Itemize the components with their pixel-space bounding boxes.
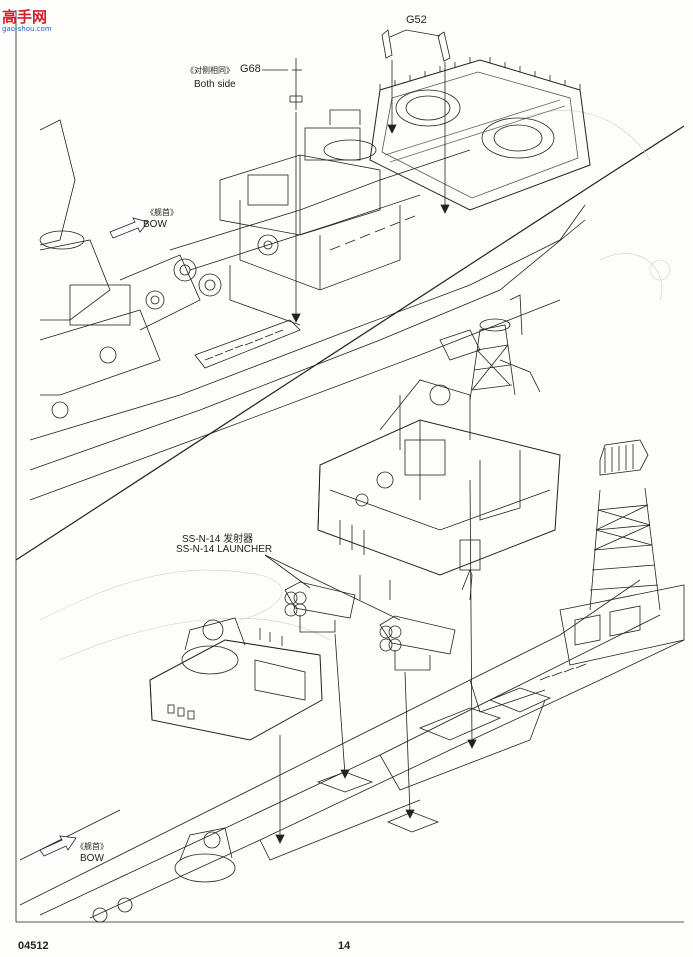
- callout-g68-note-en: Both side: [194, 79, 236, 90]
- ss-n-14-launcher-left: [284, 581, 356, 779]
- top-ship-hull: [29, 149, 586, 501]
- bow-bottom-cn: 《舰首》: [76, 842, 108, 851]
- panel-frame: [15, 10, 685, 923]
- bow-bottom-en: BOW: [80, 853, 104, 864]
- top-forward-structure: [39, 119, 201, 419]
- g68-part: [262, 58, 303, 323]
- watermark-site: gao-shou.com: [2, 25, 52, 33]
- footer-page-number: 14: [338, 940, 351, 952]
- watermark-logo: 高手网 gao-shou.com: [2, 6, 52, 33]
- g52-parts: [381, 29, 451, 214]
- main-radar-mast: [539, 439, 685, 681]
- bow-arrow-top: [109, 217, 149, 239]
- launcher-leaders: [264, 554, 401, 621]
- bottom-ship-hull: [19, 579, 685, 919]
- bow-arrow-bottom: [39, 835, 77, 857]
- callout-g52: G52: [406, 14, 427, 26]
- forward-gun-turret: [149, 617, 323, 844]
- lattice-mast: [439, 294, 541, 401]
- forward-gun-lower: [92, 827, 236, 923]
- bow-top-en: BOW: [143, 219, 167, 230]
- launcher-label-cn: SS-N-14 发射器: [182, 534, 254, 545]
- watermark-brand: 高手网: [2, 8, 48, 26]
- deck-recesses: [316, 687, 552, 833]
- bow-top-cn: 《舰首》: [146, 208, 178, 217]
- top-superstructure: [173, 109, 416, 369]
- callout-g68-note-cn: 《对侧相同》: [186, 66, 234, 75]
- footer-page-code: 04512: [18, 940, 49, 952]
- helideck: [369, 57, 591, 211]
- launcher-label-en: SS-N-14 LAUNCHER: [176, 544, 273, 555]
- background-sketch: [39, 110, 671, 661]
- ss-n-14-launcher-right: [379, 615, 456, 819]
- bridge-superstructure: [317, 379, 561, 749]
- callout-g68: G68: [240, 63, 261, 75]
